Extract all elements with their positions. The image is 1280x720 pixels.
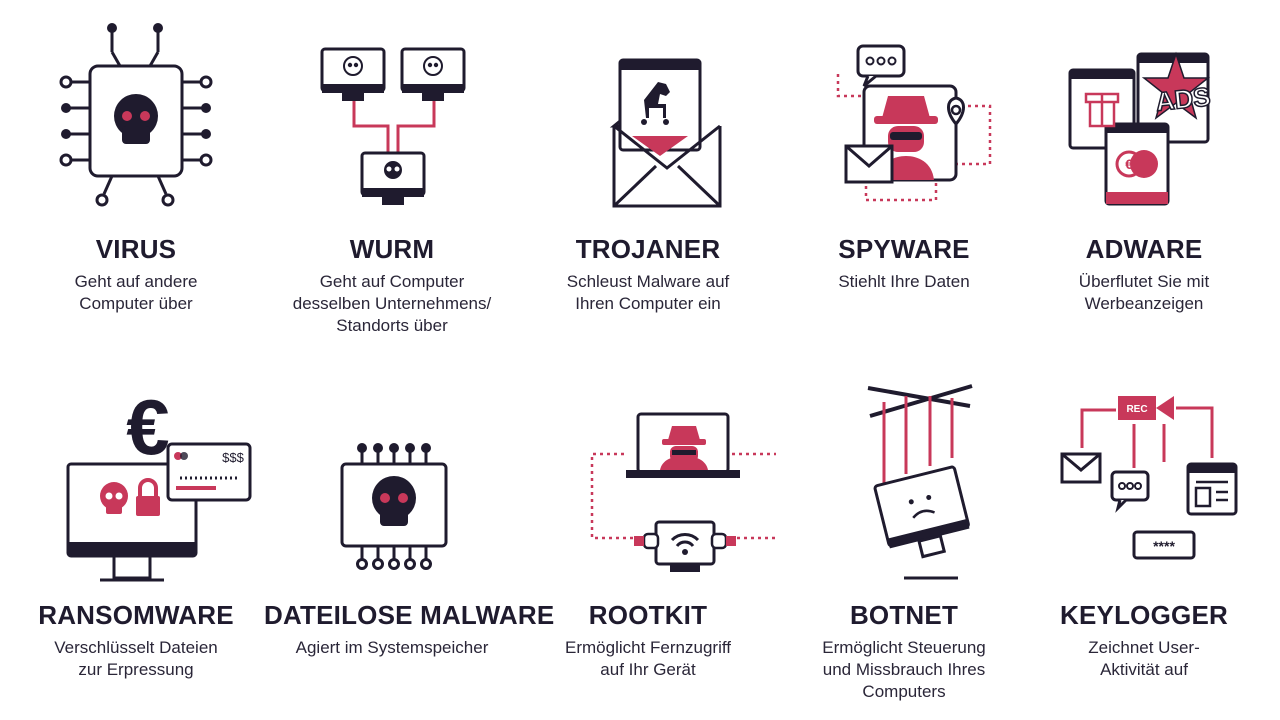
item-description: Agiert im Systemspeicher xyxy=(295,638,489,657)
dollar-signs: $$$ xyxy=(222,450,244,465)
item-description: Stiehlt Ihre Daten xyxy=(838,272,970,291)
trojan-envelope-icon xyxy=(520,16,776,216)
worm-network-icon xyxy=(264,16,520,216)
virus-chip-icon xyxy=(8,16,264,216)
item-title: DATEILOSE MALWARE xyxy=(264,600,555,630)
ads-windows-icon: € ADS xyxy=(1016,16,1272,216)
item-title: BOTNET xyxy=(849,600,959,630)
item-title: ROOTKIT xyxy=(588,600,708,630)
ransom-monitor-icon: € $$$ xyxy=(8,382,264,582)
item-description: Zeichnet User-Aktivität auf xyxy=(1088,638,1200,679)
keylogger-icon: REC **** xyxy=(1016,382,1272,582)
item-title: SPYWARE xyxy=(838,234,970,264)
rec-label: REC xyxy=(1126,404,1147,415)
ads-label: ADS xyxy=(1154,81,1212,117)
item-title: VIRUS xyxy=(95,234,177,264)
memory-chip-icon xyxy=(264,382,520,582)
password-mask: **** xyxy=(1153,538,1175,554)
euro-symbol: € xyxy=(126,383,169,471)
item-title: ADWARE xyxy=(1085,234,1203,264)
euro-symbol: € xyxy=(1125,156,1133,172)
spy-agent-icon xyxy=(776,16,1032,216)
item-title: KEYLOGGER xyxy=(1060,600,1228,630)
item-title: WURM xyxy=(349,234,435,264)
puppet-monitor-icon xyxy=(776,382,1032,582)
item-title: TROJANER xyxy=(575,234,721,264)
item-title: RANSOMWARE xyxy=(38,600,234,630)
remote-access-icon xyxy=(520,382,776,582)
